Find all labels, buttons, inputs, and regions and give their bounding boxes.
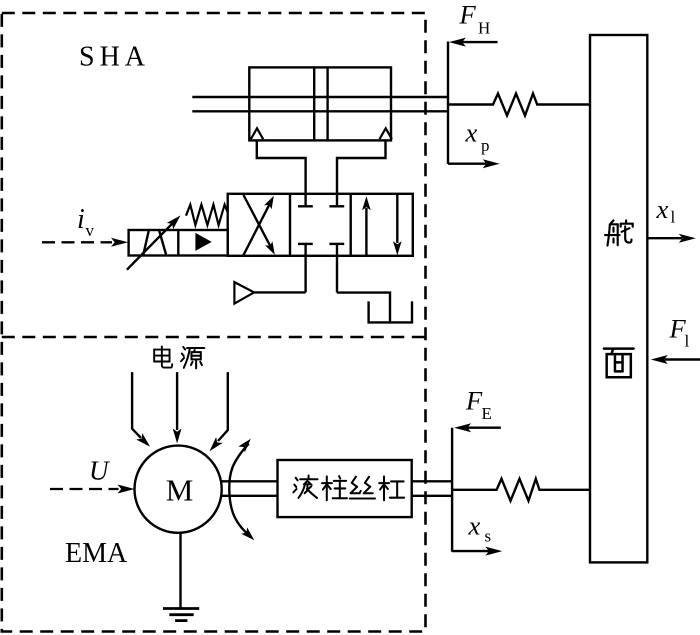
svg-text:x: x xyxy=(465,118,478,148)
svg-text:M: M xyxy=(166,473,194,508)
svg-text:l: l xyxy=(671,208,676,227)
svg-text:EMA: EMA xyxy=(65,538,128,569)
svg-text:SHA: SHA xyxy=(79,41,150,72)
svg-text:v: v xyxy=(86,221,95,240)
svg-text:E: E xyxy=(482,404,492,423)
svg-text:H: H xyxy=(478,19,490,38)
svg-text:x: x xyxy=(468,511,481,541)
svg-text:F: F xyxy=(465,386,483,416)
svg-text:p: p xyxy=(481,136,490,155)
svg-text:i: i xyxy=(77,204,85,235)
svg-text:s: s xyxy=(485,527,492,546)
svg-text:F: F xyxy=(459,0,477,30)
svg-text:l: l xyxy=(685,332,690,351)
svg-text:x: x xyxy=(656,194,669,224)
svg-text:F: F xyxy=(669,314,687,344)
svg-text:U: U xyxy=(89,456,110,486)
